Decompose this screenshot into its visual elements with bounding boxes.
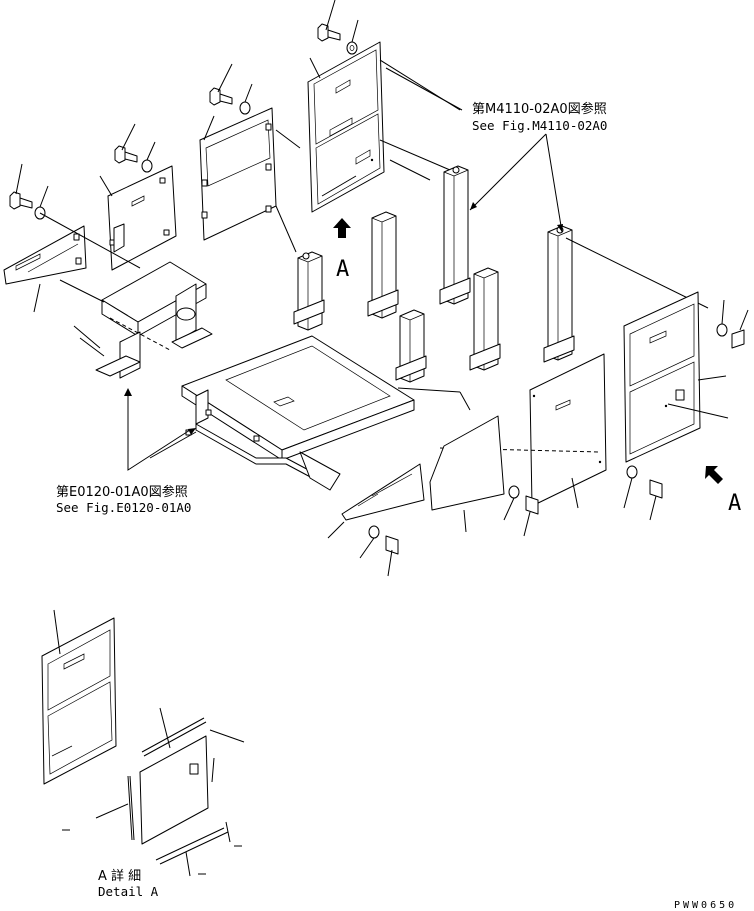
detail-dash-marks — [62, 829, 242, 875]
rear-panel-tall — [307, 41, 461, 213]
bolt-washer-3 — [114, 123, 156, 173]
post-4 — [395, 309, 427, 383]
detail-title-en: Detail A — [98, 884, 159, 899]
post-5 — [469, 267, 501, 371]
rear-lower-panel — [439, 353, 663, 521]
reference-upper-en: See Fig.M4110-02A0 — [472, 118, 607, 133]
side-cover-bracket — [3, 212, 141, 313]
post-1 — [293, 251, 325, 331]
reference-lower-jp: 第E0120-01A0図参照 — [56, 484, 188, 500]
bolt-washer-2 — [209, 63, 253, 115]
post-6 — [543, 225, 575, 363]
post-3 — [439, 165, 471, 305]
right-side-panel — [623, 291, 749, 463]
reference-upper-jp: 第M4110-02A0図参照 — [472, 101, 607, 117]
view-arrow-a-top — [333, 218, 351, 238]
front-lower-panel-left — [327, 463, 425, 577]
bolt-washer-top — [317, 0, 359, 55]
view-label-a-top: A — [336, 257, 349, 282]
front-lower-panel-right — [429, 415, 539, 537]
view-label-a-right: A — [728, 491, 741, 516]
drawing-code: PWW0650 — [674, 900, 737, 911]
post-2 — [367, 211, 399, 319]
detail-a-panel-door — [41, 609, 117, 785]
side-panel-upper — [199, 107, 301, 253]
floor-frame — [149, 335, 415, 491]
bolt-washer-4 — [9, 163, 49, 220]
detail-title-jp: A 詳 細 — [98, 868, 141, 884]
side-panel-left — [99, 165, 177, 271]
reference-lower-en: See Fig.E0120-01A0 — [56, 500, 191, 515]
detail-a-door — [95, 707, 245, 877]
reference-leaders — [124, 67, 709, 471]
view-arrow-a-right — [705, 466, 723, 484]
base-bracket-assembly — [59, 261, 213, 379]
